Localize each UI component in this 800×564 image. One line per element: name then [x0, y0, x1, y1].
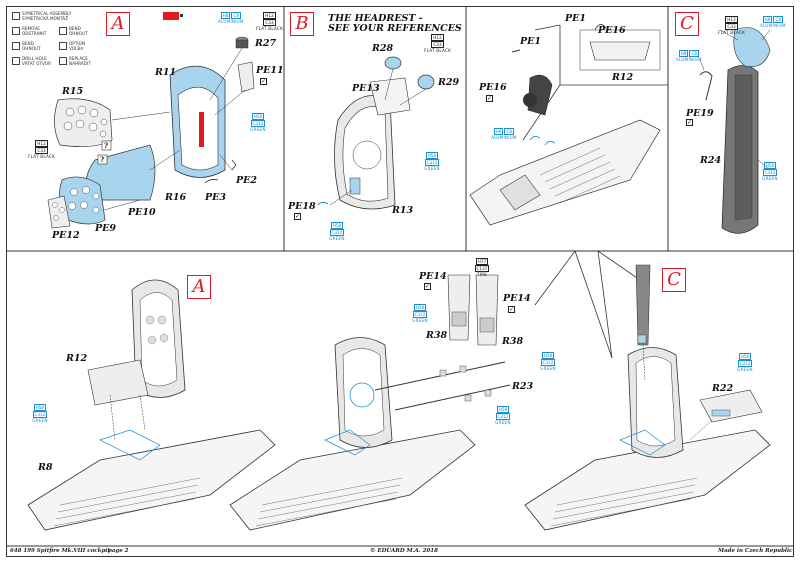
part-pe11: PE11: [256, 65, 284, 76]
part-r13: R13: [392, 205, 414, 216]
step-b-marker: B: [290, 12, 314, 36]
remove-icon: [12, 27, 20, 35]
step-c-bottom-marker: C: [662, 268, 686, 292]
check-pe14-right: ✓: [508, 306, 515, 313]
part-r24: R24: [700, 155, 722, 166]
panel-dividers: [6, 6, 794, 547]
part-r38-right: R38: [502, 336, 524, 347]
part-pe14-right: PE14: [503, 293, 531, 304]
panel-a-drawing: [47, 12, 255, 229]
part-r8: R8: [38, 462, 53, 473]
check-pe18: ✓: [294, 213, 301, 220]
part-r11: R11: [155, 67, 177, 78]
part-pe13: PE13: [352, 83, 380, 94]
part-r38-left: R38: [426, 330, 448, 341]
sheet-frame: [6, 6, 794, 557]
part-pe16: PE16: [479, 82, 507, 93]
part-r28: R28: [372, 43, 394, 54]
check-pe19: ✓: [686, 119, 693, 126]
callout-lines: [522, 24, 668, 359]
part-r22: R22: [712, 383, 734, 394]
bottom-assembly-c: [524, 264, 771, 531]
part-pe1-side: PE1: [520, 36, 541, 47]
part-r27: R27: [255, 38, 277, 49]
step-a-bottom-marker: A: [187, 275, 211, 299]
part-pe12: PE12: [52, 230, 80, 241]
part-pe2: PE2: [236, 175, 257, 186]
option-icon: [59, 42, 67, 50]
bottom-assembly-b: [229, 274, 511, 531]
headrest-note: THE HEADREST - SEE YOUR REFERENCES: [328, 13, 462, 34]
bend-alt-icon: [12, 42, 20, 50]
part-r29: R29: [438, 77, 460, 88]
bottom-assembly-a: [27, 279, 276, 531]
part-pe14-left: PE14: [419, 271, 447, 282]
check-pe11: ✓: [260, 78, 267, 85]
step-a-marker: A: [106, 12, 130, 36]
part-pe1-inset: PE1: [565, 13, 586, 24]
step-c-marker: C: [675, 12, 699, 36]
part-r23: R23: [512, 381, 534, 392]
check-pe14-left: ✓: [424, 283, 431, 290]
replace-icon: [59, 57, 67, 65]
part-pe16-inset: PE16: [598, 25, 626, 36]
panel-b-drawing: [317, 56, 435, 210]
footer-copyright: © EDUARD M.A. 2018: [370, 548, 438, 554]
drill-hole-icon: [12, 57, 20, 65]
part-r12-inset: R12: [612, 72, 634, 83]
part-pe9: PE9: [95, 223, 116, 234]
part-pe10: PE10: [128, 207, 156, 218]
option-mark-1: ?: [104, 141, 109, 150]
panel-b2-drawing: [469, 24, 661, 226]
footer-kit-title: 648 199 Spitfire Mk.VIII cockpit: [10, 548, 110, 554]
part-r16: R16: [165, 192, 187, 203]
part-pe18: PE18: [288, 201, 316, 212]
part-pe3: PE3: [205, 192, 226, 203]
part-r12: R12: [66, 353, 88, 364]
symmetry-icon: [12, 12, 20, 20]
panel-c-drawing: [699, 27, 771, 234]
part-pe19: PE19: [686, 108, 714, 119]
part-r15: R15: [62, 86, 84, 97]
option-mark-2: ?: [100, 155, 105, 164]
bend-icon: [59, 27, 67, 35]
footer-origin: Made in Czech Republic: [718, 548, 793, 554]
check-pe16: ✓: [486, 95, 493, 102]
footer-page: page 2: [108, 548, 129, 554]
